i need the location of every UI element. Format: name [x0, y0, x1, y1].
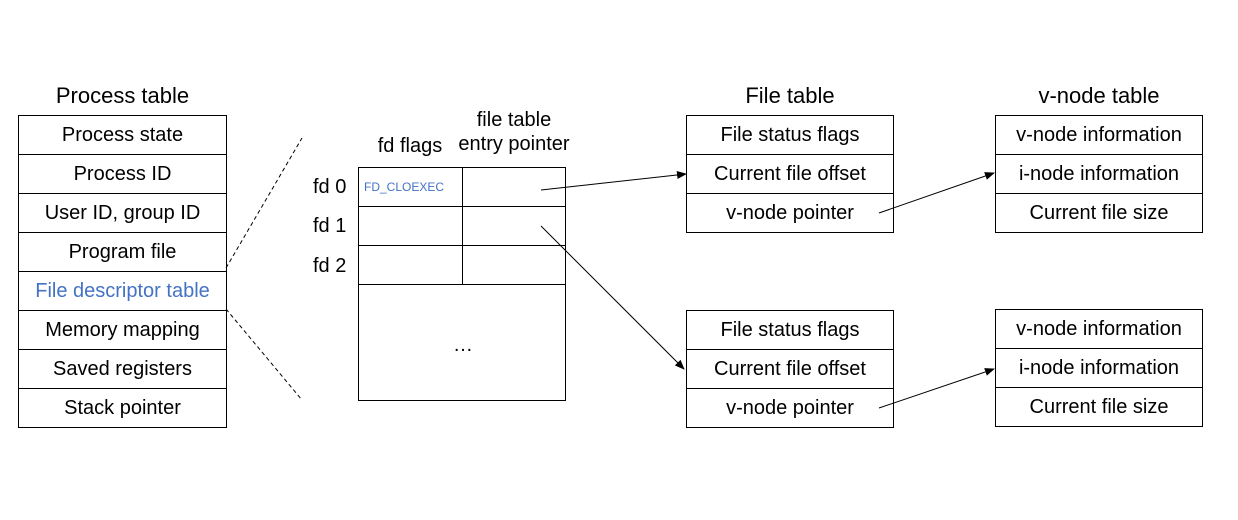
process-row-user-group: User ID, group ID: [18, 194, 227, 233]
file-entry-2-offset: Current file offset: [686, 350, 894, 389]
vnode-entry-2-inode-info: i-node information: [995, 349, 1203, 388]
process-row-id: Process ID: [18, 155, 227, 194]
process-row-saved-registers: Saved registers: [18, 350, 227, 389]
fd-label-0: fd 0: [313, 176, 347, 198]
process-row-stack-pointer: Stack pointer: [18, 389, 227, 428]
process-row-memory-mapping: Memory mapping: [18, 311, 227, 350]
vnode-entry-1-file-size: Current file size: [995, 194, 1203, 233]
fd0-flags-cell: FD_CLOEXEC: [364, 180, 445, 194]
process-row-fd-table: File descriptor table: [18, 272, 227, 311]
arrow-file2-to-vnode-2: [878, 368, 995, 409]
file-entry-2-status-flags: File status flags: [686, 311, 894, 350]
file-table-pointer-header: file table entry pointer: [458, 109, 570, 155]
vnode-table-entry-1: v-node information i-node information Cu…: [995, 115, 1203, 233]
file-entry-2-vnode-pointer: v-node pointer: [686, 389, 894, 428]
arrow-file1-to-vnode-1: [878, 172, 995, 214]
fd-table: FD_CLOEXEC …: [358, 167, 566, 401]
fd-label-1: fd 1: [313, 215, 347, 237]
file-entry-1-offset: Current file offset: [686, 155, 894, 194]
vnode-entry-2-file-size: Current file size: [995, 388, 1203, 427]
vnode-table-entry-2: v-node information i-node information Cu…: [995, 309, 1203, 427]
fd-row-divider-3: [359, 284, 565, 285]
vnode-table-title: v-node table: [1038, 83, 1160, 108]
file-table-entry-1: File status flags Current file offset v-…: [686, 115, 894, 233]
process-row-program-file: Program file: [18, 233, 227, 272]
fd-flags-header: fd flags: [377, 135, 443, 157]
fd-row-divider-2: [359, 245, 565, 246]
process-table-title: Process table: [55, 83, 190, 108]
fd-table-ellipsis: …: [453, 334, 473, 356]
file-table-title: File table: [745, 83, 835, 108]
arrow-fd1-to-file-entry-2: [540, 225, 685, 370]
file-entry-1-vnode-pointer: v-node pointer: [686, 194, 894, 233]
zoom-guide-line-bottom: [225, 308, 303, 401]
fd-row-divider-1: [359, 206, 565, 207]
fd-label-2: fd 2: [313, 255, 347, 277]
file-entry-1-status-flags: File status flags: [686, 116, 894, 155]
vnode-entry-1-vnode-info: v-node information: [995, 116, 1203, 155]
file-table-entry-2: File status flags Current file offset v-…: [686, 310, 894, 428]
vnode-entry-2-vnode-info: v-node information: [995, 310, 1203, 349]
zoom-guide-line-top: [225, 137, 303, 269]
vnode-entry-1-inode-info: i-node information: [995, 155, 1203, 194]
fd-table-column-divider: [462, 168, 463, 284]
process-row-state: Process state: [18, 116, 227, 155]
process-table: Process state Process ID User ID, group …: [18, 115, 227, 428]
